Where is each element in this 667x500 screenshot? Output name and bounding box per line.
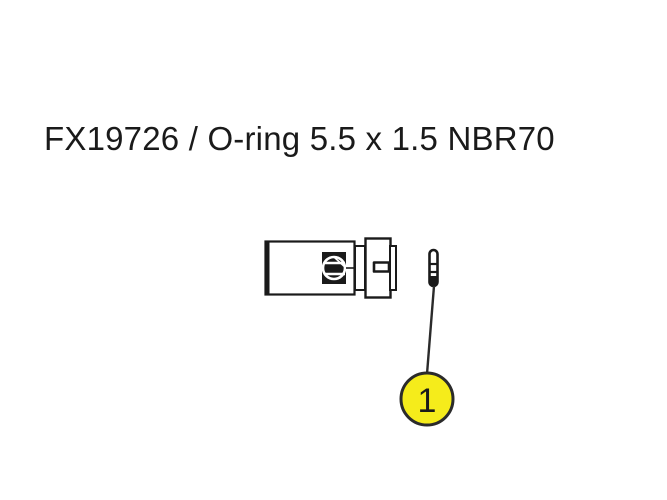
end-cap-shoulder [389, 245, 397, 291]
valve-body-left-wall [265, 241, 270, 295]
oring-seat-detail [321, 252, 347, 284]
oring-solid-tail [430, 276, 437, 285]
callout-1-group[interactable]: 1 [399, 248, 455, 427]
valve-neck [354, 245, 366, 291]
callout-balloon-number: 1 [418, 382, 437, 420]
valve-body-assembly [264, 237, 397, 299]
oring-seat-hatch-middle [333, 256, 347, 269]
oring-edge-view [428, 248, 439, 288]
page-title: FX19726 / O-ring 5.5 x 1.5 NBR70 [44, 120, 555, 157]
nozzle-tip [372, 261, 391, 273]
callout-leader-line [425, 285, 436, 375]
callout-balloon[interactable] [399, 371, 455, 427]
